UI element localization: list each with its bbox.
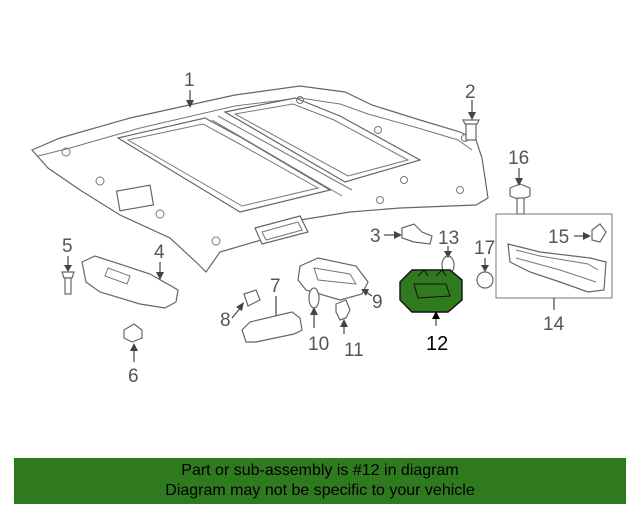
- callout-1: 1: [184, 70, 195, 91]
- callout-10: 10: [308, 334, 329, 355]
- holder-part-6[interactable]: [123, 323, 143, 343]
- callout-15: 15: [548, 227, 569, 248]
- callout-14: 14: [543, 314, 565, 335]
- callout-6: 6: [128, 366, 139, 387]
- callout-3: 3: [370, 226, 381, 247]
- callout-16: 16: [508, 148, 529, 169]
- screw-part-5[interactable]: [61, 271, 75, 295]
- bulb-part-10[interactable]: [308, 287, 320, 309]
- callout-8: 8: [220, 310, 231, 331]
- callout-9: 9: [372, 292, 383, 313]
- bracket-part-3[interactable]: [401, 223, 433, 245]
- callout-13: 13: [438, 228, 459, 249]
- plug-part-17[interactable]: [476, 271, 494, 289]
- banner-line-1: Part or sub-assembly is #12 in diagram: [181, 462, 459, 479]
- callouts: 1 2 16 3 13 17 15 14 12 5 4 6 7 8 9 10 1…: [62, 70, 569, 387]
- callout-4: 4: [154, 242, 165, 263]
- clip-part-2[interactable]: [462, 119, 480, 141]
- grab-handle-part-7[interactable]: [241, 311, 303, 343]
- banner-line-2: Diagram may not be specific to your vehi…: [165, 482, 475, 499]
- callout-5: 5: [62, 236, 73, 257]
- sun-visor-part-4[interactable]: [81, 255, 179, 309]
- map-lamp-part-12[interactable]: [399, 269, 463, 313]
- headliner-part-1[interactable]: [30, 85, 489, 273]
- callout-11: 11: [344, 340, 364, 361]
- fastener-part-15[interactable]: [591, 223, 607, 243]
- dome-lamp-part-9[interactable]: [297, 257, 369, 301]
- bolt-part-16[interactable]: [509, 183, 531, 215]
- callout-7: 7: [270, 276, 281, 297]
- callout-12: 12: [426, 333, 448, 355]
- callout-2: 2: [465, 82, 476, 103]
- cap-part-8[interactable]: [243, 289, 261, 307]
- clip-part-11[interactable]: [335, 299, 351, 321]
- leader-lines: [64, 90, 591, 362]
- callout-17: 17: [474, 238, 495, 259]
- info-banner: Part or sub-assembly is #12 in diagram D…: [14, 458, 626, 504]
- parts-diagram: 1 2 16 3 13 17 15 14 12 5 4 6 7 8 9 10 1…: [30, 70, 613, 387]
